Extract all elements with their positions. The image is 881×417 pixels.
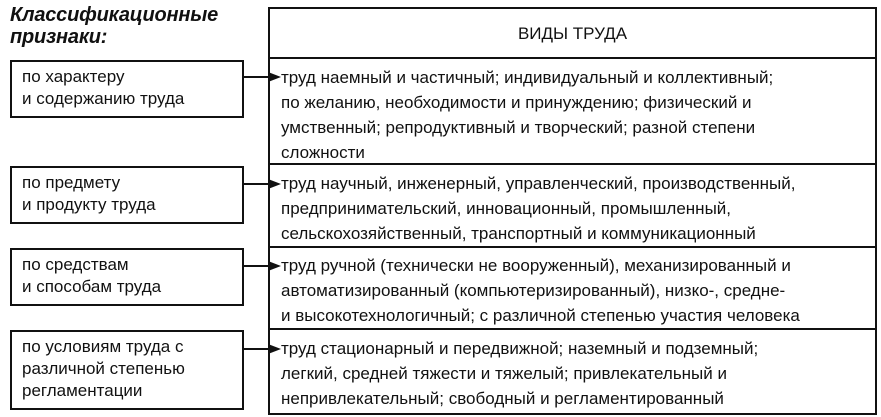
criterion-label-line: различной степенью bbox=[22, 359, 185, 378]
table-header: ВИДЫ ТРУДА bbox=[517, 24, 628, 43]
types-line: по желанию, необходимости и принуждению;… bbox=[281, 93, 752, 112]
types-line: сложности bbox=[281, 143, 365, 162]
title-line-1: Классификационные bbox=[10, 4, 219, 26]
criterion-label-line: по условиям труда с bbox=[22, 337, 184, 356]
criterion-box-conditions: по условиям труда с различной степенью р… bbox=[10, 330, 244, 410]
arrow-row-2 bbox=[244, 179, 281, 189]
classification-title: Классификационные признаки: bbox=[10, 4, 250, 48]
arrow-row-3 bbox=[244, 261, 281, 271]
types-line: труд научный, инженерный, управленческий… bbox=[281, 174, 796, 193]
types-line: труд ручной (технически не вооруженный),… bbox=[281, 256, 791, 275]
row-divider bbox=[270, 163, 875, 165]
criterion-label-line: по предмету bbox=[22, 173, 121, 192]
title-line-2: признаки: bbox=[10, 26, 108, 48]
criterion-label-line: и продукту труда bbox=[22, 195, 156, 214]
types-line: умственный; репродуктивный и творческий;… bbox=[281, 118, 756, 137]
types-line: непривлекательный; свободный и регламент… bbox=[281, 389, 724, 408]
types-line: сельскохозяйственный, транспортный и ком… bbox=[281, 224, 756, 243]
row-divider bbox=[270, 57, 875, 59]
criterion-label-line: по средствам bbox=[22, 255, 129, 274]
arrow-row-4 bbox=[244, 344, 281, 354]
types-line: легкий, средней тяжести и тяжелый; привл… bbox=[281, 364, 727, 383]
row-divider bbox=[270, 246, 875, 248]
types-cell-conditions: труд стационарный и передвижной; наземны… bbox=[270, 336, 875, 411]
arrow-row-1 bbox=[244, 72, 281, 82]
types-cell-character: труд наемный и частичный; индивидуальный… bbox=[270, 65, 875, 165]
types-cell-means: труд ручной (технически не вооруженный),… bbox=[270, 253, 875, 328]
labor-types-table: ВИДЫ ТРУДА труд наемный и частичный; инд… bbox=[268, 7, 877, 415]
criterion-label-line: и содержанию труда bbox=[22, 89, 185, 108]
types-line: труд наемный и частичный; индивидуальный… bbox=[281, 68, 774, 87]
types-line: труд стационарный и передвижной; наземны… bbox=[281, 339, 759, 358]
criterion-box-means: по средствам и способам труда bbox=[10, 248, 244, 306]
criterion-label-line: по характеру bbox=[22, 67, 125, 86]
types-line: и высокотехнологичный; с различной степе… bbox=[281, 306, 800, 325]
criterion-label-line: регламентации bbox=[22, 381, 143, 400]
criterion-box-character: по характеру и содержанию труда bbox=[10, 60, 244, 118]
row-divider bbox=[270, 328, 875, 330]
types-line: автоматизированный (компьютеризированный… bbox=[281, 281, 786, 300]
criterion-label-line: и способам труда bbox=[22, 277, 162, 296]
types-line: предпринимательский, инновационный, пром… bbox=[281, 199, 732, 218]
types-cell-subject: труд научный, инженерный, управленческий… bbox=[270, 171, 875, 246]
criterion-box-subject: по предмету и продукту труда bbox=[10, 166, 244, 224]
